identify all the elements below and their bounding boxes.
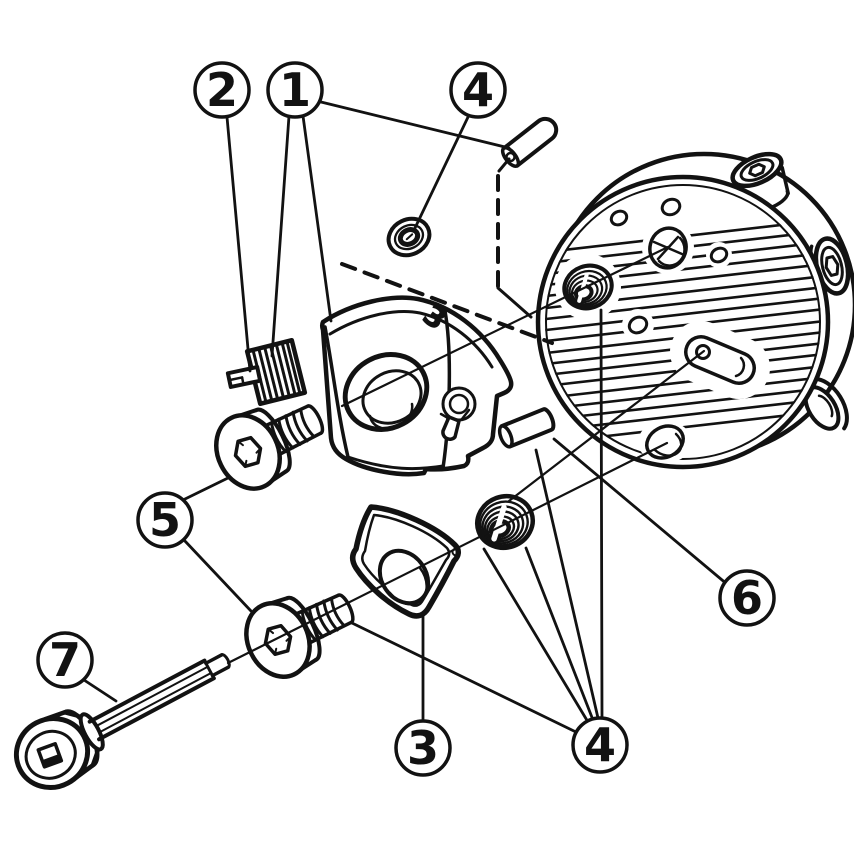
callout-leader-lines (82, 100, 730, 735)
callout-3: 3 (394, 719, 452, 777)
cam-plunger (439, 386, 477, 441)
callout-6-leader (552, 437, 730, 587)
callout-6: 6 (718, 569, 776, 627)
callout-7-leader (82, 678, 118, 703)
callout-1-label: 1 (279, 63, 311, 117)
cap-screw-lower (244, 593, 355, 679)
callout-1-leader (270, 114, 291, 358)
callout-2-leader (225, 115, 252, 373)
callout-4-lower-leader (482, 547, 590, 724)
face-hole (660, 197, 682, 217)
dashed-centerlines (340, 174, 554, 345)
connector-lines (496, 157, 533, 319)
washer (386, 216, 432, 258)
key-wrench (13, 653, 231, 790)
set-screw-bottom (803, 377, 849, 431)
callout-5: 5 (136, 491, 194, 549)
hex-socket-icon (824, 255, 840, 277)
callout-4-lower-leader (599, 308, 604, 720)
cam-bore-hole (342, 352, 430, 432)
callout-1-circle (266, 61, 324, 119)
callout-3-label: 3 (407, 721, 439, 775)
adaptor-head-body (535, 151, 854, 470)
hex-socket-icon (233, 435, 263, 469)
callout-4-lower-leader (350, 621, 580, 735)
callout-2-label: 2 (206, 63, 238, 117)
insert-drive-tang (225, 365, 263, 389)
face-hole (627, 315, 649, 335)
callout-4-lower-label: 4 (584, 718, 616, 772)
callout-1-leader (301, 114, 333, 323)
counterbore-hole-lower (645, 424, 685, 460)
dashed-centerline (340, 262, 554, 345)
square-drive-icon (36, 742, 64, 769)
callout-6-label: 6 (731, 571, 763, 625)
connector-line (496, 286, 533, 319)
face-hole (709, 246, 729, 264)
assembly-axis-line (226, 441, 669, 665)
adaptor-front-face (535, 174, 831, 470)
callout-3-circle (394, 719, 452, 777)
callout-5-leader (182, 538, 253, 613)
cap-screw-upper (214, 404, 325, 491)
callout-4-lower: 4 (571, 716, 629, 774)
face-hole (609, 209, 629, 227)
callout-2: 2 (193, 61, 251, 119)
callout-4-upper-leader (413, 113, 471, 230)
callout-7: 7 (36, 631, 94, 689)
hex-socket-icon (748, 162, 766, 178)
callout-7-circle (36, 631, 94, 689)
connector-line (497, 157, 511, 173)
callout-5-leader (181, 475, 232, 502)
dowel-pin-lower (497, 407, 556, 449)
callout-1-leader (319, 100, 511, 150)
callout-4-upper: 4 (449, 61, 507, 119)
callout-4-upper-label: 4 (462, 63, 494, 117)
callout-2-circle (193, 61, 251, 119)
callout-4-lower-leader (524, 546, 595, 722)
callout-5-circle (136, 491, 194, 549)
callout-5-label: 5 (149, 493, 181, 547)
callout-6-circle (718, 569, 776, 627)
callout-4-upper-circle (449, 61, 507, 119)
coil-thread-insert-lower (475, 493, 535, 551)
callout-4-lower-leader (534, 448, 600, 720)
callout-1: 1 (266, 61, 324, 119)
clamp-plate (349, 504, 461, 619)
callout-7-label: 7 (49, 633, 81, 687)
cam-slide-block: 3 (320, 295, 514, 477)
callout-4-lower-circle (571, 716, 629, 774)
